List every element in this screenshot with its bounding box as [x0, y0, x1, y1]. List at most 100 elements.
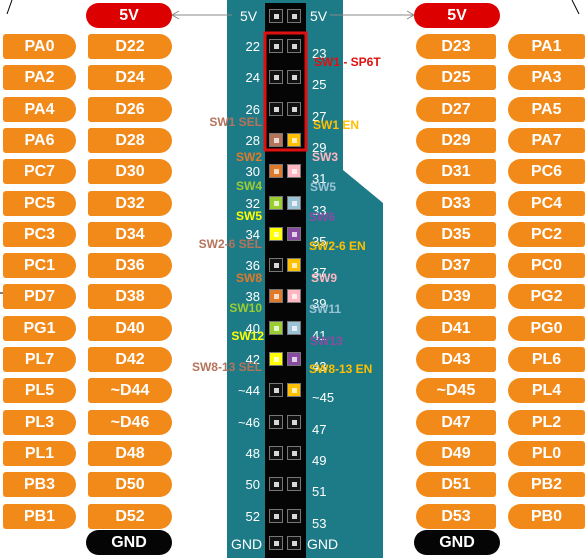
digital-pin-right-label: D23 — [416, 34, 496, 59]
sw1-sp6t-label: SW1 - SP6T — [314, 55, 381, 69]
header-pin-core — [274, 263, 279, 268]
header-number-left: 32 — [245, 196, 260, 211]
header-pin-left — [269, 446, 283, 460]
header-pin-left — [269, 196, 283, 210]
header-number-right: 53 — [312, 516, 327, 531]
port-left-label: PL7 — [3, 347, 76, 372]
ground-right: GND — [414, 530, 500, 555]
header-number-right: 37 — [312, 265, 327, 280]
port-right-label: PC4 — [508, 191, 585, 216]
header-number-right: 41 — [312, 328, 327, 343]
digital-pin-right-label: D43 — [416, 347, 496, 372]
header-number-left: 24 — [245, 70, 260, 85]
header-number-left: 34 — [245, 227, 260, 242]
header-number-left: 42 — [245, 352, 260, 367]
header-pin-power-right — [287, 9, 301, 23]
header-pin-right — [287, 383, 301, 397]
header-pin-power-left — [269, 9, 283, 23]
header-number-left: 22 — [245, 39, 260, 54]
header-pin-right — [287, 477, 301, 491]
header-pin-right — [287, 227, 301, 241]
digital-pin-left-label: D36 — [88, 253, 172, 278]
port-right-label: PL4 — [508, 378, 585, 403]
header-pin-core — [292, 294, 297, 299]
header-pin-core — [292, 75, 297, 80]
port-left-label: PB1 — [3, 504, 76, 529]
port-right-label: PA3 — [508, 65, 585, 90]
header-pin-core — [292, 451, 297, 456]
port-left-label: PC3 — [3, 222, 76, 247]
pin-header-strip — [265, 3, 306, 558]
digital-pin-left-label: D30 — [88, 159, 172, 184]
sw11-label: SW11 — [309, 302, 342, 316]
header-pin-left — [269, 227, 283, 241]
header-pin-ground-right — [287, 536, 301, 550]
port-left-label: PC7 — [3, 159, 76, 184]
header-pin-core — [292, 514, 297, 519]
port-left-label: PG1 — [3, 316, 76, 341]
port-left-label: PA6 — [3, 128, 76, 153]
header-number-right: 51 — [312, 484, 327, 499]
header-number-right: 23 — [312, 46, 327, 61]
header-number-left: 30 — [245, 164, 260, 179]
header-number-right: 47 — [312, 422, 327, 437]
port-right-label: PA1 — [508, 34, 585, 59]
sw12-label: SW12 — [231, 329, 264, 343]
header-5v-left: 5V — [240, 8, 258, 24]
sw2-6-sel-label: SW2-6 SEL — [198, 237, 262, 251]
header-pin-core — [274, 294, 279, 299]
digital-pin-left-label: D32 — [88, 191, 172, 216]
sw13-label: SW13 — [310, 334, 343, 348]
sw1-highlight-box — [263, 31, 308, 152]
sw6-label: SW6 — [309, 210, 336, 224]
header-pin-left — [269, 415, 283, 429]
digital-pin-right-label: ~D45 — [416, 378, 496, 403]
header-pin-left — [269, 352, 283, 366]
header-pin-right — [287, 352, 301, 366]
header-pin-core — [292, 541, 297, 546]
digital-pin-left-label: D50 — [88, 472, 172, 497]
header-pin-right — [287, 196, 301, 210]
header-number-right: 43 — [312, 359, 327, 374]
header-number-left: ~44 — [237, 383, 260, 398]
header-pin-left — [269, 321, 283, 335]
header-pin-core — [292, 482, 297, 487]
header-number-left: 26 — [245, 102, 260, 117]
port-right-label: PL0 — [508, 441, 585, 466]
sw8-13-en-label: SW8-13 EN — [309, 362, 373, 376]
header-pin-ground-left — [269, 536, 283, 550]
edge-mark-right — [571, 0, 580, 15]
power-left-arrow-head — [170, 10, 180, 20]
digital-pin-left-label: D28 — [88, 128, 172, 153]
digital-pin-left-label: D22 — [88, 34, 172, 59]
sw9-label: SW9 — [311, 271, 338, 285]
header-number-left: ~46 — [237, 415, 260, 430]
port-right-label: PC2 — [508, 222, 585, 247]
header-pin-core — [274, 388, 279, 393]
port-left-label: PA4 — [3, 97, 76, 122]
sw8-13-sel-label: SW8-13 SEL — [191, 360, 262, 374]
header-pin-core — [292, 420, 297, 425]
port-right-label: PB2 — [508, 472, 585, 497]
header-pin-core — [274, 44, 279, 49]
digital-pin-left-label: ~D46 — [88, 410, 172, 435]
sw2-6-en-label: SW2-6 EN — [309, 239, 366, 253]
header-pin-core — [292, 44, 297, 49]
port-left-label: PB3 — [3, 472, 76, 497]
digital-pin-left-label: D40 — [88, 316, 172, 341]
port-right-label: PB0 — [508, 504, 585, 529]
power-5v-right: 5V — [414, 3, 500, 28]
header-pin-core — [292, 14, 297, 19]
header-number-right: 35 — [312, 234, 327, 249]
header-pin-left — [269, 164, 283, 178]
header-pin-right — [287, 102, 301, 116]
header-pin-core — [274, 357, 279, 362]
sw3-label: SW3 — [312, 150, 339, 164]
digital-pin-right-label: D37 — [416, 253, 496, 278]
port-right-label: PG0 — [508, 316, 585, 341]
header-pin-core — [274, 107, 279, 112]
sw8-label: SW8 — [235, 271, 262, 285]
sw1-en-label: SW1 EN — [313, 118, 360, 132]
header-pin-left — [269, 70, 283, 84]
header-pin-core — [292, 357, 297, 362]
